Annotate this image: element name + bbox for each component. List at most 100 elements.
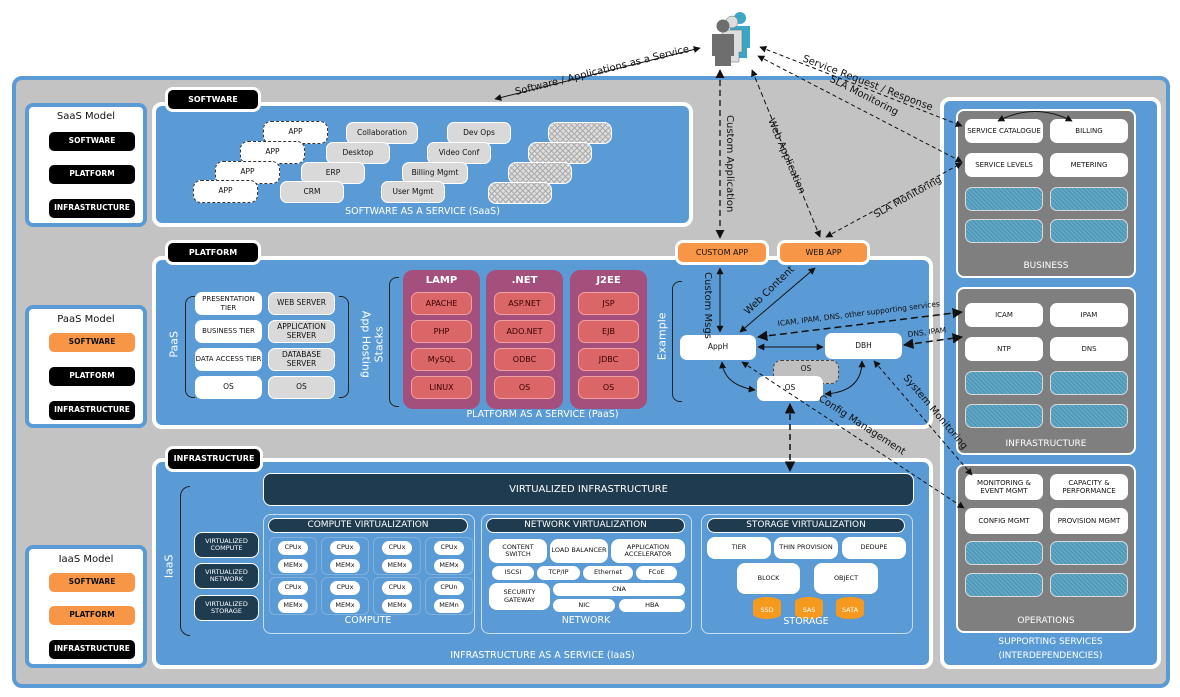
ethernet: Ethernet	[583, 566, 633, 580]
ssd-disk-icon: SSD	[753, 597, 781, 619]
stacks-bracket	[389, 277, 399, 407]
monitoring-event-mgmt: MONITORING & EVENT MGMT	[965, 474, 1043, 500]
application-accelerator: APPLICATION ACCELERATOR	[611, 539, 685, 563]
config-mgmt: CONFIG MGMT	[965, 508, 1043, 534]
iaas-model-platform: PLATFORM	[49, 606, 135, 625]
software-tab: SOFTWARE	[165, 87, 261, 112]
iaas-model-infrastructure: INFRASTRUCTURE	[49, 640, 135, 659]
stack-item: MySQL	[411, 348, 472, 371]
storage-virtualization-group: STORAGE VIRTUALIZATION TIER THIN PROVISI…	[701, 514, 913, 634]
mem-pill: MEMx	[382, 599, 412, 613]
iaas-model-software: SOFTWARE	[49, 573, 135, 592]
cpu-pill: CPUx	[278, 541, 308, 555]
stack-title: .NET	[511, 275, 538, 286]
dns: DNS	[1050, 337, 1128, 361]
stack-item: APACHE	[411, 292, 472, 315]
cpu-pill: CPUx	[382, 581, 412, 595]
saas-model-platform: PLATFORM	[49, 165, 135, 184]
stack-item: ASP.NET	[494, 292, 555, 315]
placeholder-service	[965, 541, 1043, 565]
iaas-footer: INFRASTRUCTURE AS A SERVICE (IaaS)	[450, 650, 635, 661]
iaas-model-panel: IaaS Model SOFTWARE PLATFORM INFRASTRUCT…	[25, 545, 147, 668]
mem-pill: MEMx	[382, 559, 412, 573]
devops-box: Dev Ops	[447, 122, 511, 144]
stack-item: ODBC	[494, 348, 555, 371]
interdependencies-footer: (INTERDEPENDENCIES)	[998, 651, 1103, 661]
business-label: BUSINESS	[1023, 261, 1069, 271]
tcp-ip: TCP/IP	[537, 566, 580, 580]
fcoe: FCoE	[636, 566, 677, 580]
network-title: NETWORK VIRTUALIZATION	[486, 518, 685, 533]
cpu-pill: CPUx	[330, 541, 360, 555]
business-group: SERVICE CATALOGUE BILLING SERVICE LEVELS…	[956, 109, 1136, 278]
mem-pill: MEMx	[278, 559, 308, 573]
stack-item: OS	[494, 376, 555, 399]
capacity-performance: CAPACITY & PERFORMANCE	[1050, 474, 1128, 500]
data-access-tier: DATA ACCESS TIER	[195, 348, 262, 371]
storage-footer: STORAGE	[783, 616, 829, 627]
placeholder-service	[1050, 404, 1128, 428]
desktop-box: Desktop	[326, 142, 390, 164]
placeholder-service	[965, 573, 1043, 597]
saas-model-title: SaaS Model	[56, 111, 116, 122]
application-server: APPLICATION SERVER	[268, 320, 335, 343]
tier: TIER	[707, 537, 771, 559]
sas-disk-icon: SAS	[795, 597, 823, 619]
object-storage: OBJECT	[814, 563, 878, 594]
iaas-bracket	[180, 486, 190, 636]
block-storage: BLOCK	[737, 563, 800, 594]
iaas-model-title: IaaS Model	[58, 554, 114, 565]
dotnet-stack: .NET ASP.NET ADO.NET ODBC OS	[486, 270, 563, 409]
placeholder-app	[528, 142, 592, 164]
infrastructure-tab: INFRASTRUCTURE	[165, 446, 263, 472]
placeholder-service	[1050, 573, 1128, 597]
paas-model-title: PaaS Model	[57, 314, 115, 325]
paas-bracket-label: PaaS	[167, 331, 181, 358]
mem-pill: MEMx	[330, 599, 360, 613]
cpu-pill: CPUx	[382, 541, 412, 555]
web-server: WEB SERVER	[268, 292, 335, 315]
placeholder-service	[965, 187, 1043, 211]
j2ee-stack: J2EE JSP EJB JDBC OS	[570, 270, 647, 409]
load-balancer: LOAD BALANCER	[550, 539, 608, 563]
video-conf-box: Video Conf	[427, 142, 491, 164]
ipam: IPAM	[1050, 303, 1128, 327]
app-hosting-bracket	[339, 296, 349, 398]
service-levels: SERVICE LEVELS	[965, 153, 1043, 177]
mem-pill: MEMx	[330, 559, 360, 573]
saas-footer: SOFTWARE AS A SERVICE (SaaS)	[345, 206, 500, 217]
paas-model-panel: PaaS Model SOFTWARE PLATFORM INFRASTRUCT…	[25, 305, 147, 428]
user-mgmt-box: User Mgmt	[381, 181, 445, 203]
saas-model-infrastructure: INFRASTRUCTURE	[49, 199, 135, 218]
stack-item: LINUX	[411, 376, 472, 399]
paas-model-software: SOFTWARE	[49, 333, 135, 352]
placeholder-service	[1050, 541, 1128, 565]
placeholder-service	[965, 404, 1043, 428]
mem-pill: MEMx	[434, 559, 464, 573]
people-group-icon	[712, 12, 750, 66]
cpu-pill: CPUn	[434, 581, 464, 595]
os-box: OS	[268, 376, 335, 399]
compute-footer: COMPUTE	[344, 615, 392, 626]
compute-title: COMPUTE VIRTUALIZATION	[268, 518, 468, 533]
sata-disk-icon: SATA	[836, 597, 864, 619]
cna: CNA	[553, 583, 685, 596]
infrastructure-services-label: INFRASTRUCTURE	[1005, 439, 1087, 449]
placeholder-app	[508, 162, 572, 184]
business-tier: BUSINESS TIER	[195, 320, 262, 343]
nic: NIC	[553, 599, 615, 612]
os-front-box: OS	[757, 376, 823, 401]
iscsi: ISCSI	[492, 566, 534, 580]
paas-model-infrastructure: INFRASTRUCTURE	[49, 401, 135, 420]
content-switch: CONTENT SWITCH	[489, 539, 547, 563]
web-app-box: WEB APP	[777, 240, 870, 265]
example-label: Example	[655, 312, 669, 361]
custom-app-box: CUSTOM APP	[675, 240, 769, 265]
apph-box: AppH	[680, 335, 756, 360]
